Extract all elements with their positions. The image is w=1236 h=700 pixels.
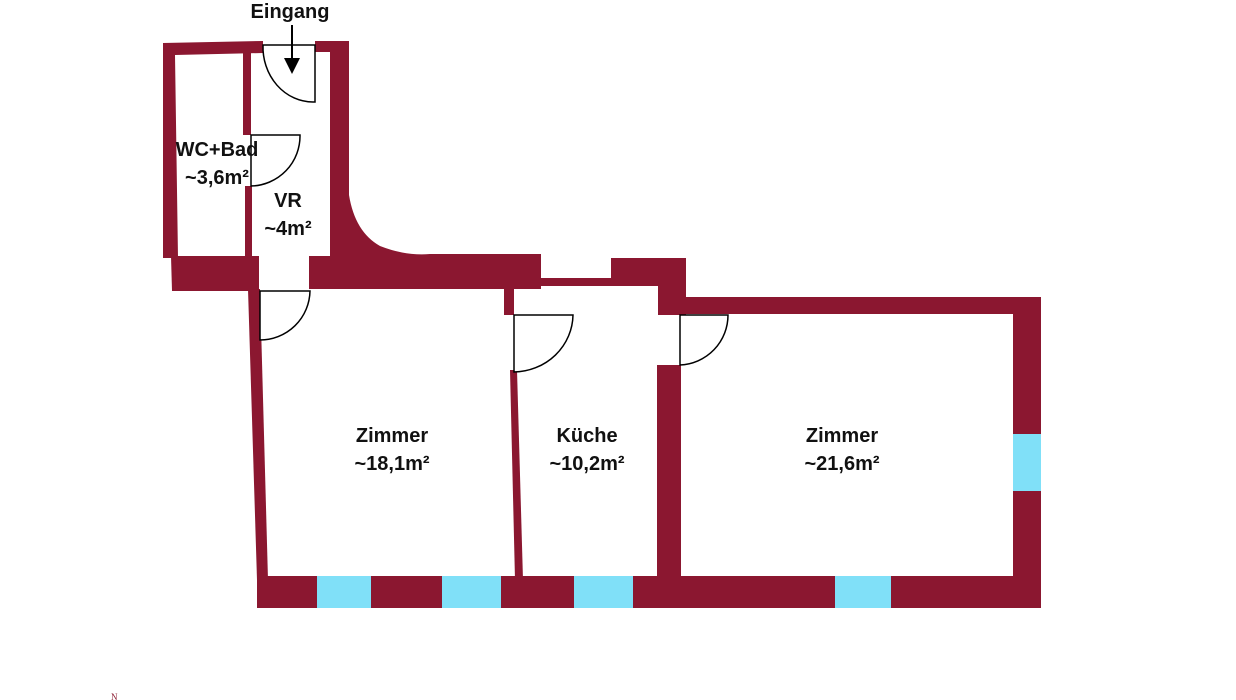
room-area: ~18,1m² bbox=[354, 453, 430, 475]
room-name: Küche bbox=[556, 425, 618, 447]
room-area: ~4m² bbox=[264, 218, 312, 240]
wall-zimmer1-left bbox=[248, 289, 268, 580]
wall-kueche-top bbox=[541, 258, 1041, 315]
wall-entrance-right bbox=[309, 41, 541, 289]
wall-wc-divider-lower bbox=[245, 186, 252, 258]
door-entrance bbox=[262, 44, 316, 103]
compass-north-label: N bbox=[111, 692, 118, 700]
entrance-label: Eingang bbox=[250, 0, 330, 26]
room-name: VR bbox=[274, 190, 302, 212]
window-2 bbox=[442, 576, 501, 608]
room-name: Zimmer bbox=[355, 425, 429, 447]
window-4 bbox=[835, 576, 891, 608]
windows bbox=[317, 434, 1041, 608]
room-label-wc-bad: WC+Bad ~3,6m² bbox=[168, 136, 266, 192]
wall-bottom-1 bbox=[257, 576, 317, 608]
wall-wc-bottom bbox=[171, 256, 259, 291]
wall-bottom-2 bbox=[371, 576, 442, 608]
door-wc bbox=[250, 134, 301, 187]
wall-bottom-3 bbox=[501, 576, 574, 608]
walls bbox=[163, 41, 1041, 608]
arrow-down-icon bbox=[284, 25, 300, 74]
entrance-text: Eingang bbox=[250, 1, 330, 23]
door-vr-zimmer1 bbox=[259, 290, 311, 341]
room-area: ~21,6m² bbox=[804, 453, 880, 475]
wall-zimmer1-kueche bbox=[510, 370, 523, 580]
wall-bottom-5 bbox=[891, 576, 1041, 608]
wall-zimmer1-kueche-top bbox=[504, 278, 514, 315]
window-1 bbox=[317, 576, 371, 608]
wall-wc-divider bbox=[243, 53, 251, 135]
room-name: Zimmer bbox=[805, 425, 879, 447]
wall-bottom-4 bbox=[633, 576, 835, 608]
room-area: ~3,6m² bbox=[185, 167, 249, 189]
room-label-zimmer-2: Zimmer ~21,6m² bbox=[782, 422, 902, 478]
wall-zimmer2-right-upper bbox=[1013, 297, 1041, 434]
wall-kueche-zimmer2 bbox=[657, 365, 681, 580]
room-name: WC+Bad bbox=[175, 139, 259, 161]
room-label-kueche: Küche ~10,2m² bbox=[527, 422, 647, 478]
room-label-zimmer-1: Zimmer ~18,1m² bbox=[332, 422, 452, 478]
room-area: ~10,2m² bbox=[549, 453, 625, 475]
door-zimmer1-kueche bbox=[513, 314, 574, 373]
door-kueche-zimmer2 bbox=[679, 314, 729, 366]
wall-wc-left bbox=[163, 41, 263, 258]
doors bbox=[250, 44, 729, 373]
window-5 bbox=[1013, 434, 1041, 491]
window-3 bbox=[574, 576, 633, 608]
room-label-vr: VR ~4m² bbox=[248, 187, 328, 243]
